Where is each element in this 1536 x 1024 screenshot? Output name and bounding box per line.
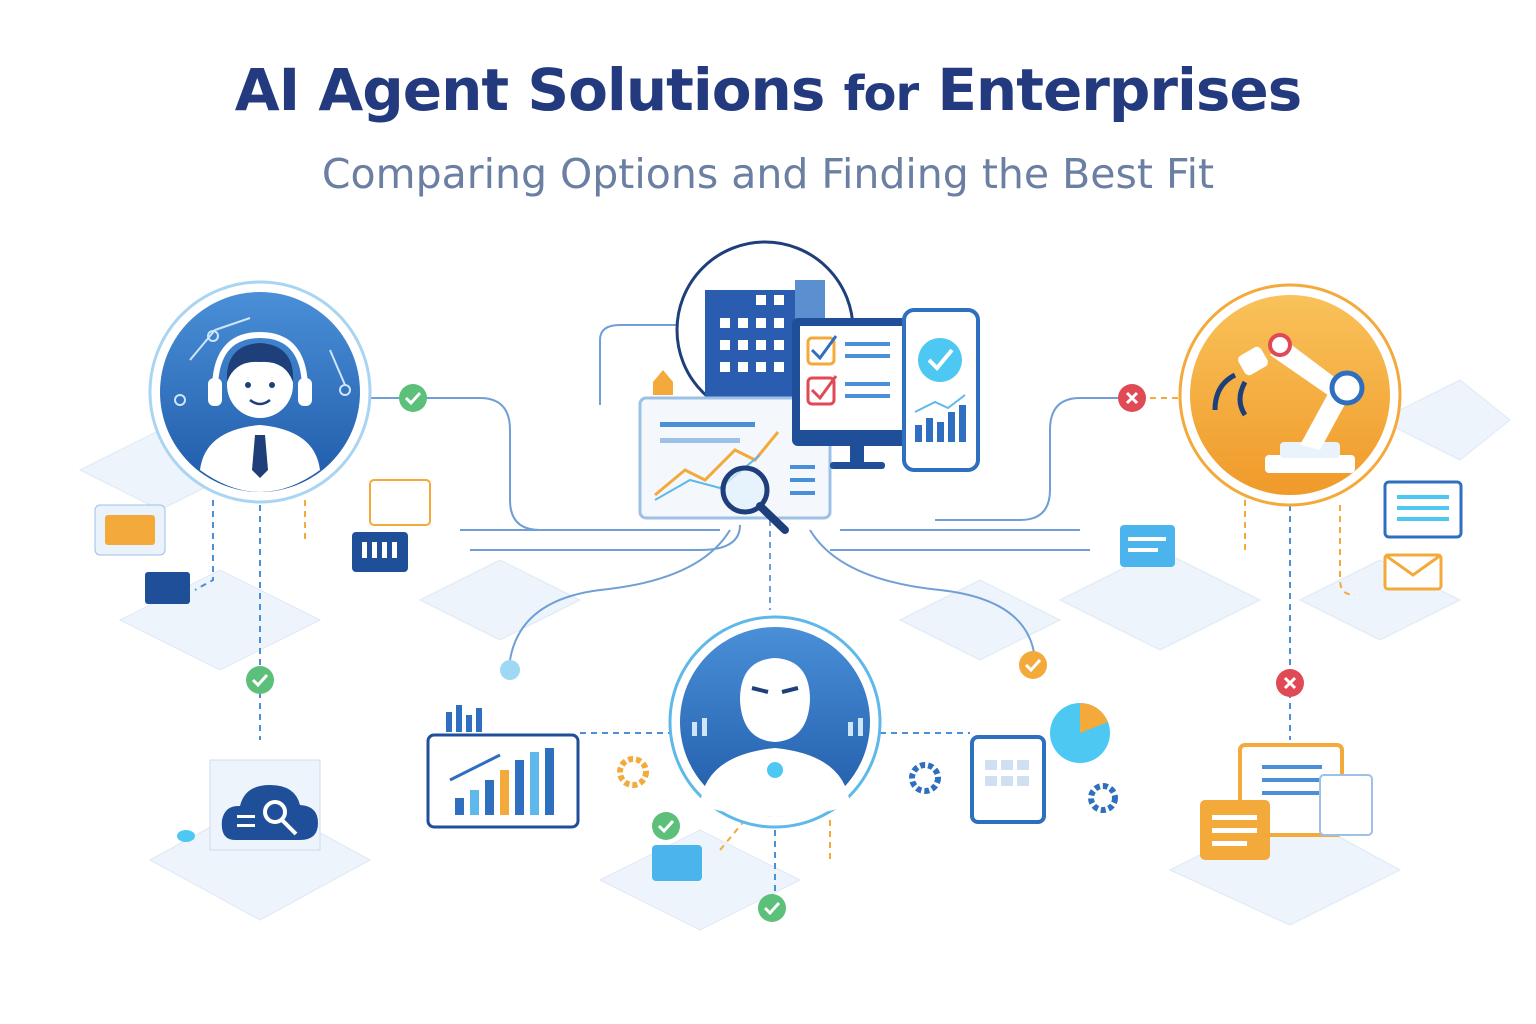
report-pie-chart-icon: [909, 702, 1118, 824]
smartphone-icon: [902, 308, 980, 472]
check-badge-icon: [758, 894, 786, 922]
monitor-checklist-icon: [792, 318, 910, 469]
page-subtitle: Comparing Options and Finding the Best F…: [321, 150, 1215, 198]
status-badges: [246, 384, 1304, 922]
analytics-chart-icon: [426, 705, 649, 829]
documents-icon: [1120, 480, 1463, 860]
customer-support-agent-icon: [148, 280, 372, 504]
check-badge-icon: [500, 660, 520, 680]
check-badge-icon: [399, 384, 427, 412]
title-main: AI Agent Solutions: [234, 56, 826, 124]
check-badge-icon: [652, 812, 680, 840]
side-widgets-left: [94, 479, 702, 881]
ai-robot-icon: [668, 615, 882, 829]
check-badge-icon: [246, 666, 274, 694]
background-blocks: [78, 379, 1511, 931]
title-end: Enterprises: [937, 56, 1302, 124]
connection-lines: [370, 324, 1120, 661]
check-badge-icon: [1019, 651, 1047, 679]
title-connector: for: [843, 66, 920, 122]
page-title: AI Agent Solutions for Enterprises: [0, 56, 1536, 124]
cloud-settings-icon: [177, 759, 321, 851]
analytics-dashboard: [638, 396, 832, 534]
enterprise-building-icon: [653, 240, 855, 420]
dashed-connectors: [194, 397, 1356, 900]
cross-badge-icon: [1118, 384, 1146, 412]
robotic-arm-icon: [1178, 283, 1402, 507]
cross-badge-icon: [1276, 669, 1304, 697]
